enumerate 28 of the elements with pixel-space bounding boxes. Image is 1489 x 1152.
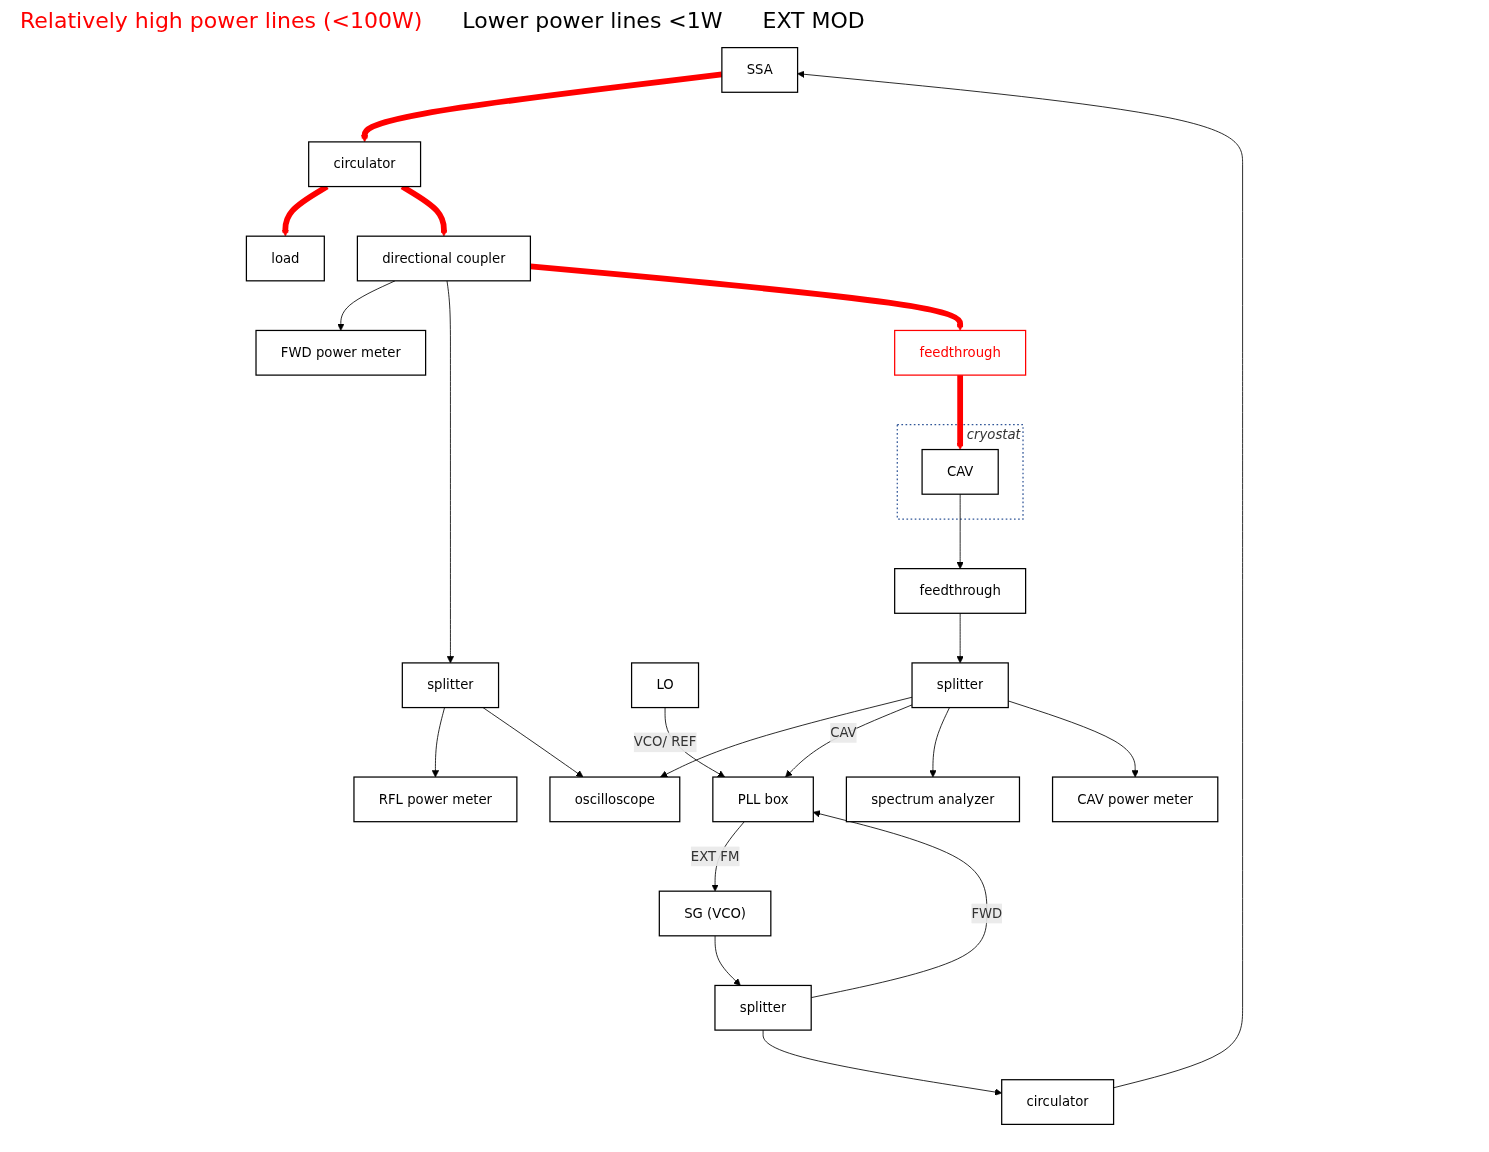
node-box: splitter — [401, 662, 500, 709]
note-text: Lower power lines <1W — [462, 8, 723, 33]
node-box: RFL power meter — [353, 776, 518, 823]
node-box: CAV power meter — [1051, 776, 1219, 823]
note-text: Relatively high power lines (<100W) — [20, 8, 423, 33]
node-box: feedthrough — [894, 568, 1027, 614]
node-box: feedthrough — [894, 329, 1027, 376]
edge-label: FWD — [971, 905, 1003, 921]
edge-label: VCO/ REF — [633, 734, 697, 750]
node-box: CAV — [921, 448, 999, 495]
arrow — [956, 375, 964, 450]
node-box: directional coupler — [356, 235, 531, 282]
node-box: circulator — [308, 141, 422, 188]
arrow — [530, 263, 964, 331]
node-box: splitter — [714, 984, 812, 1031]
node-box: spectrum analyzer — [845, 776, 1021, 823]
node-box: load — [245, 235, 325, 282]
edge-label: EXT FM — [690, 848, 740, 864]
node-box: SSA — [721, 47, 799, 93]
node-box: FWD power meter — [255, 329, 427, 376]
node-box: LO — [630, 662, 700, 709]
node-box: SG (VCO) — [658, 890, 772, 937]
node-box: oscilloscope — [549, 776, 681, 823]
node-box: splitter — [911, 662, 1009, 709]
node-box: PLL box — [712, 776, 814, 823]
node-box: circulator — [1001, 1079, 1115, 1125]
note-text: EXT MOD — [762, 8, 865, 33]
edge-label: CAV — [830, 724, 857, 741]
